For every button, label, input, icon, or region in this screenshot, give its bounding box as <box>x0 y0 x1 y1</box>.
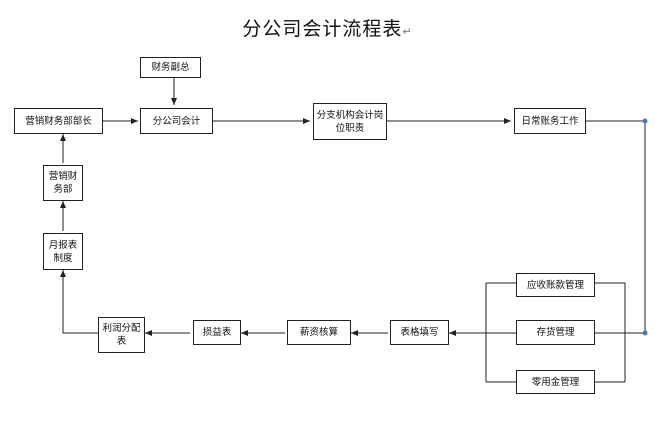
node-accounts-receivable: 应收账款管理 <box>516 273 595 297</box>
node-cfo: 财务副总 <box>140 57 201 78</box>
right-connector-dot-top <box>642 118 648 124</box>
node-monthly-report: 月报表制度 <box>43 233 83 270</box>
node-sales-finance-dept: 营销财务部 <box>43 165 83 201</box>
page-title: 分公司会计流程表↵ <box>242 18 413 40</box>
paragraph-mark: ↵ <box>402 25 413 38</box>
node-inventory: 存货管理 <box>516 320 595 345</box>
node-sales-finance-head: 营销财务部部长 <box>14 108 103 134</box>
node-daily-work: 日常账务工作 <box>514 108 586 134</box>
right-connector-dot-bottom <box>642 330 648 336</box>
node-payroll: 薪资核算 <box>287 320 351 345</box>
node-form-filling: 表格填写 <box>390 320 449 345</box>
node-petty-cash: 零用金管理 <box>516 370 595 394</box>
node-income-statement: 损益表 <box>193 320 241 345</box>
node-branch-accountant: 分公司会计 <box>140 108 213 134</box>
node-profit-distribution: 利润分配表 <box>98 317 145 353</box>
node-subsidiary-posts: 分支机构会计岗位职责 <box>313 103 387 140</box>
